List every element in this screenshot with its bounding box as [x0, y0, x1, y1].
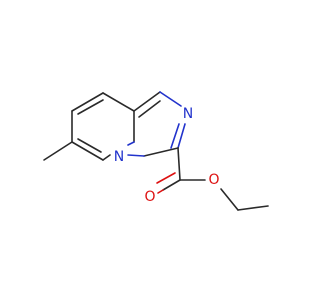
nitrogen-imidazole-atom: N	[183, 106, 193, 122]
bond	[102, 92, 135, 112]
pyridine-ring	[71, 92, 135, 161]
nitrogen-bridge-atom: N	[114, 149, 124, 165]
molecule-structure: N N O O	[43, 91, 269, 211]
carbonyl-bond	[156, 172, 176, 184]
carbonyl-bond	[162, 179, 181, 191]
bond	[77, 138, 102, 153]
carbonyl-bond	[157, 189, 164, 194]
ethyl-bond	[237, 205, 269, 211]
oxygen-ester-atom: O	[208, 172, 219, 188]
bond	[127, 141, 135, 146]
bond	[71, 92, 104, 112]
bond	[77, 99, 104, 115]
imidazole-ring	[127, 91, 186, 157]
methyl-bond	[43, 141, 73, 161]
bond	[143, 147, 179, 157]
bond	[177, 123, 186, 149]
oxygen-carbonyl-atom: O	[144, 189, 155, 205]
bond	[133, 91, 161, 112]
bond	[127, 154, 145, 157]
carboxyl-bond	[177, 147, 181, 181]
bond	[170, 123, 180, 149]
bond	[102, 154, 111, 161]
ethyl-bond	[220, 188, 239, 211]
bond	[159, 91, 182, 107]
bond	[138, 100, 161, 118]
bond	[71, 141, 104, 161]
